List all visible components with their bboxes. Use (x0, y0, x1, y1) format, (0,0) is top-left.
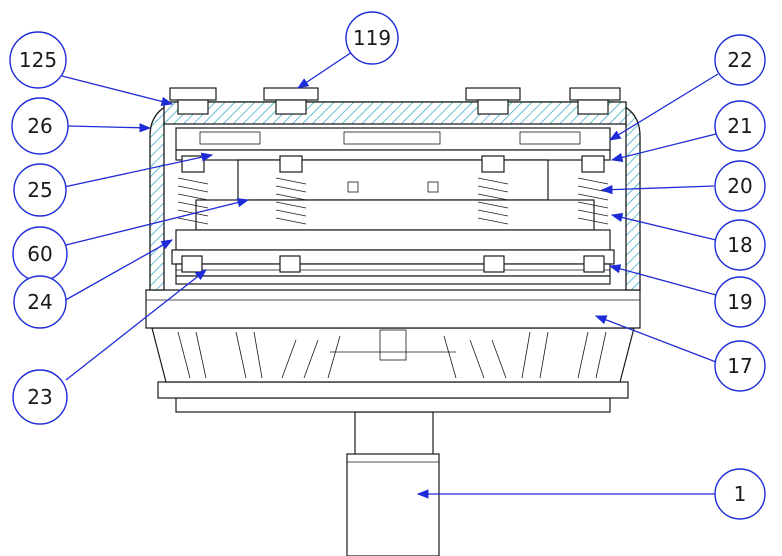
callout-18: 18 (714, 219, 766, 271)
callout-22: 22 (714, 34, 766, 86)
callout-20: 20 (714, 160, 766, 212)
internal-assembly (171, 127, 615, 285)
callout-19: 19 (714, 276, 766, 328)
leader-17 (594, 315, 717, 363)
callout-21: 21 (714, 100, 766, 152)
callout-label: 22 (727, 48, 752, 72)
leader-22 (609, 73, 719, 141)
leader-18 (610, 212, 717, 241)
bolt-column-1 (169, 87, 217, 273)
bolt-column-4 (569, 87, 621, 273)
leader-lines (61, 51, 719, 499)
callout-25: 25 (13, 163, 67, 217)
callout-26: 26 (11, 97, 69, 155)
base-housing (145, 289, 641, 413)
callout-label: 26 (27, 114, 52, 138)
leader-19 (608, 264, 717, 296)
callout-label: 17 (727, 354, 752, 378)
callout-23: 23 (12, 369, 68, 425)
callout-label: 20 (727, 174, 752, 198)
leader-60 (65, 197, 250, 246)
callout-label: 24 (27, 290, 52, 314)
leader-20 (600, 184, 715, 195)
callout-label: 125 (19, 48, 57, 72)
callout-24: 24 (13, 275, 67, 329)
callout-17: 17 (714, 340, 766, 392)
leader-24 (61, 239, 174, 303)
callout-label: 23 (27, 385, 52, 409)
callout-label: 119 (353, 26, 391, 50)
callout-1: 1 (714, 468, 766, 520)
leader-21 (610, 133, 717, 162)
callout-label: 18 (727, 233, 752, 257)
callout-119: 119 (345, 11, 399, 65)
leader-26 (67, 123, 152, 133)
leader-125 (61, 75, 174, 106)
callout-125: 125 (9, 31, 67, 89)
callout-label: 21 (727, 114, 752, 138)
callout-label: 25 (27, 178, 52, 202)
callout-60: 60 (12, 226, 68, 282)
bolt-column-3 (465, 87, 521, 273)
callout-label: 19 (727, 290, 752, 314)
leader-119 (297, 51, 353, 89)
bolt-column-2 (263, 87, 319, 273)
callout-label: 1 (734, 482, 747, 506)
leader-23 (65, 269, 207, 381)
shaft (346, 411, 440, 556)
callout-label: 60 (27, 242, 52, 266)
leader-25 (63, 152, 214, 188)
